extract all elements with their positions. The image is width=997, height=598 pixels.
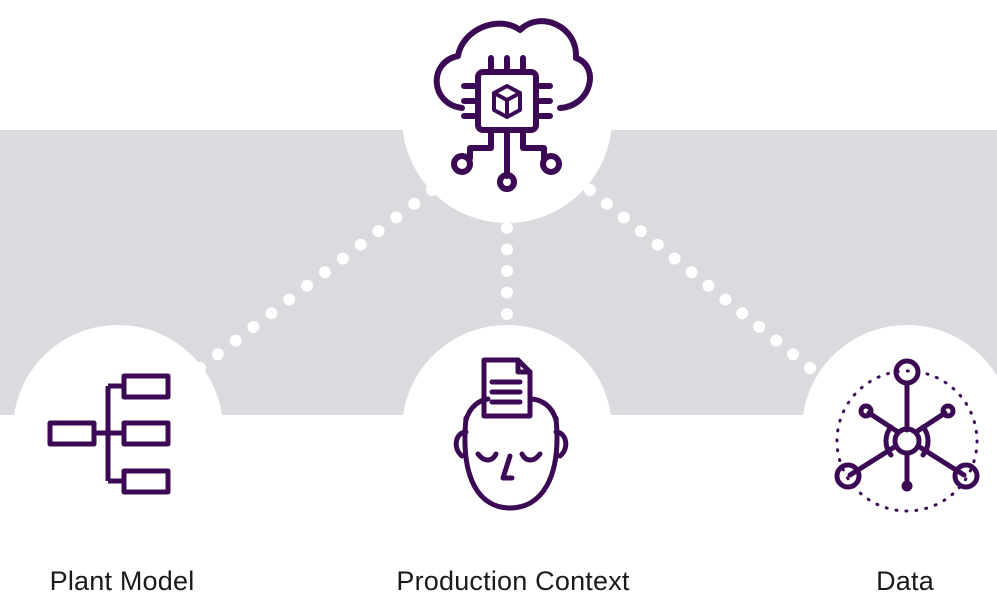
data-label: Data xyxy=(876,566,934,596)
connector-dot xyxy=(265,307,278,320)
hierarchy-tree-icon xyxy=(47,373,171,495)
background-band xyxy=(0,130,997,415)
connector-dot xyxy=(501,265,513,277)
connector-dot xyxy=(336,252,349,265)
connector-dot xyxy=(719,293,732,306)
plant-node-circle xyxy=(13,325,223,535)
connector-dot xyxy=(372,225,385,238)
cloud-chip-cube-icon xyxy=(433,18,593,192)
connector-dot xyxy=(668,252,681,265)
connector-dot xyxy=(247,320,260,333)
connector-dot xyxy=(770,334,783,347)
production-context-label: Production Context xyxy=(396,566,630,596)
connector-dot xyxy=(634,225,647,238)
connector-dot xyxy=(501,243,513,256)
connector-dot xyxy=(211,348,224,361)
connector-dot xyxy=(702,279,715,292)
connector-dot xyxy=(600,197,613,210)
head-document-icon xyxy=(453,357,569,511)
connector-dot xyxy=(194,362,206,374)
connector-dot xyxy=(685,266,698,279)
connector-dot xyxy=(390,211,403,224)
connector-dot xyxy=(354,238,367,251)
connector-left xyxy=(194,184,438,374)
connector-dot xyxy=(804,362,816,374)
connector-right xyxy=(584,184,816,374)
connector-dot xyxy=(229,334,242,347)
connector-dot xyxy=(501,286,513,299)
context-node-circle xyxy=(402,325,612,535)
connector-dot xyxy=(584,184,596,196)
connector-dot xyxy=(283,293,296,306)
data-network-icon xyxy=(834,358,980,513)
connector-dot xyxy=(651,238,664,251)
plant-model-label: Plant Model xyxy=(49,566,195,596)
connector-dot xyxy=(301,279,314,292)
connector-dot xyxy=(408,197,421,210)
connector-dot xyxy=(787,348,800,361)
connector-dot xyxy=(501,222,513,234)
connector-center xyxy=(501,222,513,320)
connector-dot xyxy=(753,320,766,333)
connector-dot xyxy=(318,266,331,279)
connector-dot xyxy=(617,211,630,224)
connector-dot xyxy=(426,184,438,196)
connector-dot xyxy=(736,307,749,320)
connector-dot xyxy=(501,308,513,320)
